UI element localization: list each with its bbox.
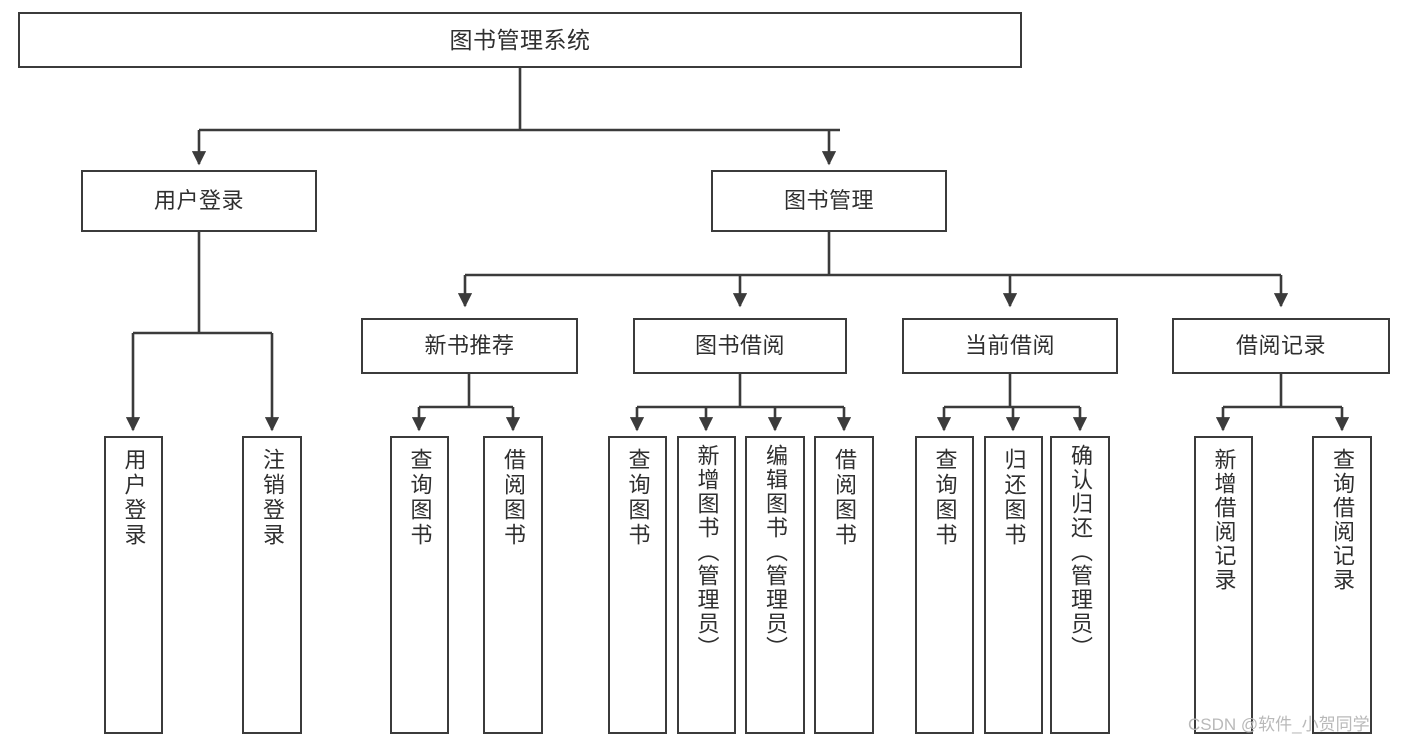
node-label: 注销登录 bbox=[260, 448, 285, 548]
node-label: 查询图书 bbox=[932, 448, 958, 548]
node-label: 查询图书 bbox=[407, 448, 433, 548]
node-leaf-borrow-book-recommend[interactable]: 借阅图书 bbox=[483, 436, 543, 734]
node-label: 当前借阅 bbox=[964, 333, 1055, 359]
node-label: 图书借阅 bbox=[694, 333, 785, 359]
node-leaf-confirm-return-admin[interactable]: 确认归还（管理员） bbox=[1050, 436, 1110, 734]
node-book-borrow[interactable]: 图书借阅 bbox=[633, 318, 847, 374]
node-label: 查询借阅记录 bbox=[1330, 448, 1355, 592]
node-borrow-record[interactable]: 借阅记录 bbox=[1172, 318, 1390, 374]
node-book-management[interactable]: 图书管理 bbox=[711, 170, 947, 232]
node-label: 编辑图书（管理员） bbox=[763, 444, 788, 660]
node-leaf-query-book-recommend[interactable]: 查询图书 bbox=[390, 436, 449, 734]
csdn-watermark: CSDN @软件_小贺同学 bbox=[1188, 715, 1370, 734]
node-label: 新增图书（管理员） bbox=[694, 444, 720, 660]
node-new-book-recommend[interactable]: 新书推荐 bbox=[361, 318, 578, 374]
node-label: 借阅图书 bbox=[501, 448, 526, 548]
node-root-book-management-system[interactable]: 图书管理系统 bbox=[18, 12, 1022, 68]
node-label: 借阅记录 bbox=[1235, 333, 1326, 359]
node-leaf-edit-book-admin[interactable]: 编辑图书（管理员） bbox=[745, 436, 805, 734]
node-leaf-query-borrow-record[interactable]: 查询借阅记录 bbox=[1312, 436, 1372, 734]
node-label: 图书管理系统 bbox=[449, 26, 591, 53]
node-leaf-add-borrow-record[interactable]: 新增借阅记录 bbox=[1194, 436, 1253, 734]
node-label: 确认归还（管理员） bbox=[1068, 444, 1093, 660]
node-leaf-query-book-borrow[interactable]: 查询图书 bbox=[608, 436, 667, 734]
node-label: 用户登录 bbox=[153, 188, 244, 214]
node-leaf-user-login[interactable]: 用户登录 bbox=[104, 436, 163, 734]
node-label: 借阅图书 bbox=[832, 448, 857, 548]
node-user-login[interactable]: 用户登录 bbox=[81, 170, 317, 232]
node-label: 新增借阅记录 bbox=[1211, 448, 1237, 592]
node-label: 查询图书 bbox=[625, 448, 651, 548]
node-label: 用户登录 bbox=[121, 448, 147, 548]
node-leaf-query-book-current[interactable]: 查询图书 bbox=[915, 436, 974, 734]
node-leaf-add-book-admin[interactable]: 新增图书（管理员） bbox=[677, 436, 736, 734]
node-label: 新书推荐 bbox=[424, 333, 515, 359]
node-leaf-logout-login[interactable]: 注销登录 bbox=[242, 436, 302, 734]
node-current-borrow[interactable]: 当前借阅 bbox=[902, 318, 1118, 374]
node-label: 图书管理 bbox=[783, 188, 874, 214]
node-leaf-borrow-book[interactable]: 借阅图书 bbox=[814, 436, 874, 734]
node-label: 归还图书 bbox=[1001, 448, 1027, 548]
node-leaf-return-book[interactable]: 归还图书 bbox=[984, 436, 1043, 734]
